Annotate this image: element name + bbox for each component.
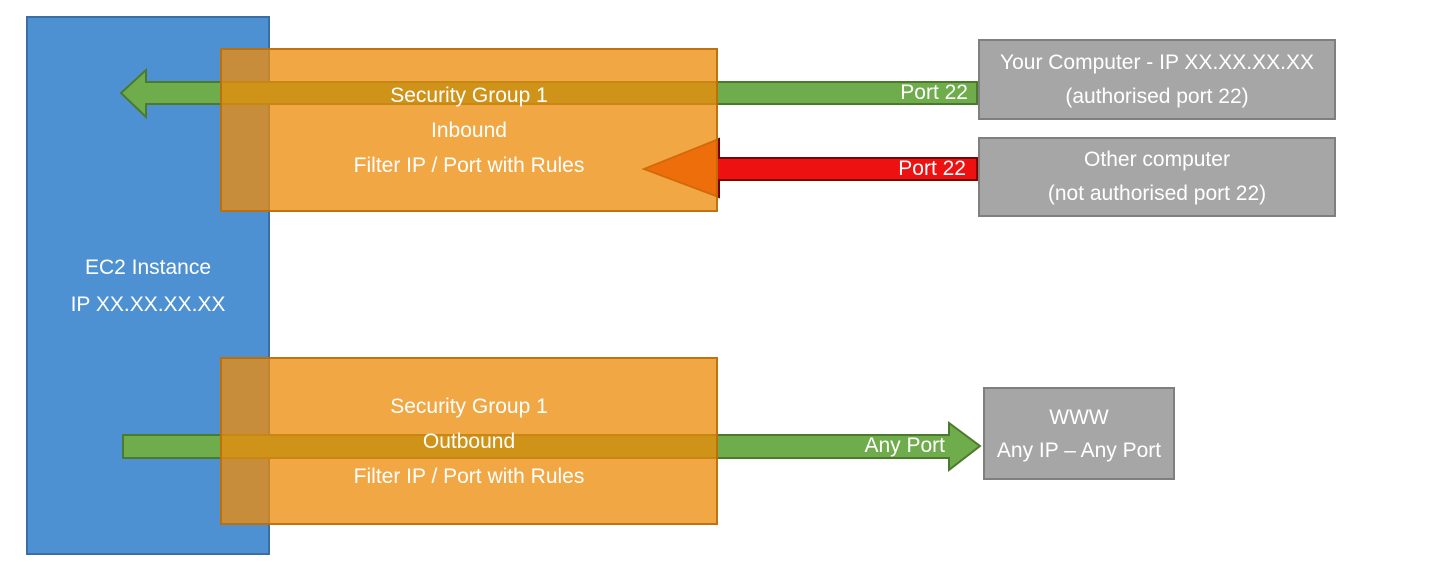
ec2-instance-title: EC2 Instance <box>84 255 212 279</box>
security-group-outbound-title: Security Group 1 <box>390 394 548 418</box>
www-scope: Any IP – Any Port <box>996 438 1162 462</box>
security-group-inbound-title: Security Group 1 <box>390 83 548 107</box>
ec2-instance-ip: IP XX.XX.XX.XX <box>70 292 226 316</box>
inbound-blocked-arrow <box>641 137 978 199</box>
other-computer-title: Other computer <box>1084 148 1230 171</box>
security-group-inbound-box: Security Group 1 Inbound Filter IP / Por… <box>220 48 718 212</box>
your-computer-box: Your Computer - IP XX.XX.XX.XX (authoris… <box>978 39 1336 120</box>
other-computer-authorisation: (not authorised port 22) <box>1047 182 1267 205</box>
security-group-outbound-box: Security Group 1 Outbound Filter IP / Po… <box>220 357 718 525</box>
www-box: WWW Any IP – Any Port <box>983 387 1175 480</box>
other-computer-box: Other computer (not authorised port 22) <box>978 137 1336 217</box>
security-group-inbound-rule: Filter IP / Port with Rules <box>353 153 585 177</box>
security-group-outbound-direction: Outbound <box>422 429 516 453</box>
inbound-blocked-port-label: Port 22 <box>898 157 966 180</box>
inbound-allowed-port-label: Port 22 <box>900 81 968 104</box>
your-computer-authorisation: (authorised port 22) <box>1065 84 1249 108</box>
www-title: WWW <box>1049 405 1109 429</box>
security-group-outbound-rule: Filter IP / Port with Rules <box>353 464 585 488</box>
outbound-port-label: Any Port <box>864 434 945 457</box>
your-computer-title: Your Computer - IP XX.XX.XX.XX <box>1000 50 1314 74</box>
security-group-inbound-direction: Inbound <box>431 118 507 142</box>
